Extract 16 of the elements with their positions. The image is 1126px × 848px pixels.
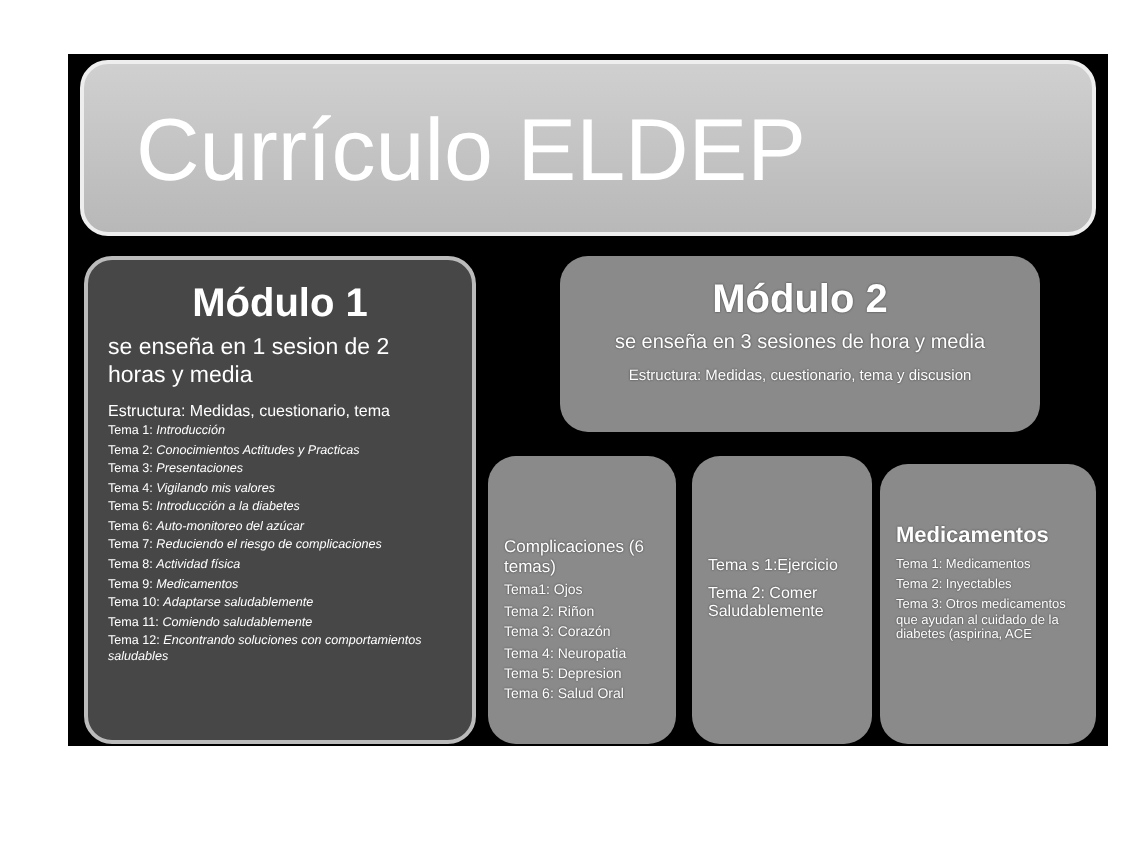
module-title: Módulo 2: [710, 276, 890, 324]
structure-text: Estructura: Medidas, cuestionario, tema: [108, 401, 392, 421]
module-card: [84, 256, 476, 744]
topic-line: Tema 2: Comer Saludablemente: [708, 583, 826, 622]
module-title: Módulo 1: [190, 280, 370, 328]
topic-card: [692, 456, 872, 744]
section-heading: Complicaciones (6 temas): [504, 536, 646, 577]
module-card: [560, 256, 1040, 432]
topic-card: [488, 456, 676, 744]
topic-card: [880, 464, 1096, 744]
slide-title: Currículo ELDEP: [136, 100, 809, 204]
section-heading: Medicamentos: [896, 524, 1051, 551]
title-banner: [80, 60, 1096, 236]
topic-line: Tema s 1:Ejercicio: [708, 556, 840, 576]
session-text: se enseña en 1 sesion de 2 horas y media: [108, 336, 392, 392]
session-text: se enseña en 3 sesiones de hora y media: [612, 332, 988, 356]
